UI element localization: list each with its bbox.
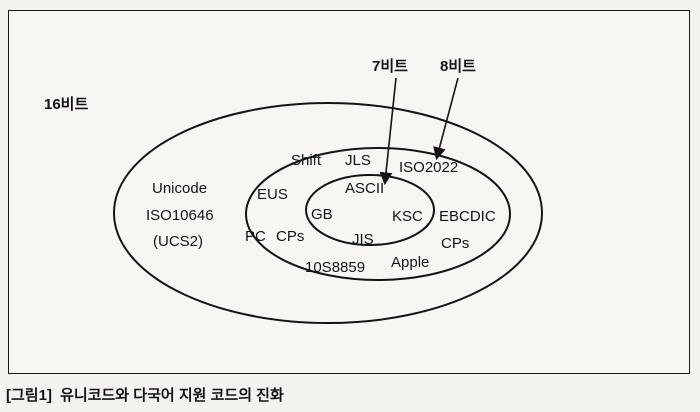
label-shift: Shift <box>291 152 322 169</box>
label-16bit: 16비트 <box>44 96 88 113</box>
label-ascii: ASCII <box>345 180 384 197</box>
label-ucs2: (UCS2) <box>153 233 203 250</box>
label-8bit: 8비트 <box>440 58 476 75</box>
label-iso2022: ISO2022 <box>399 159 458 176</box>
caption-text: 유니코드와 다국어 지원 코드의 진화 <box>60 387 284 404</box>
label-ebcdic: EBCDIC <box>439 208 496 225</box>
outer-ellipse-16bit <box>113 102 543 324</box>
figure-number: [그림1] <box>6 387 52 404</box>
arrow-8bit-line <box>433 77 459 161</box>
label-cps-right: CPs <box>441 235 469 252</box>
label-jis: JIS <box>352 231 374 248</box>
label-iso10646: ISO10646 <box>146 207 214 224</box>
label-cps-left: CPs <box>276 228 304 245</box>
figure-frame <box>8 10 690 374</box>
label-pc: PC <box>245 228 266 245</box>
middle-ellipse-8bit <box>245 147 511 281</box>
label-eus: EUS <box>257 186 288 203</box>
label-jls: JLS <box>345 152 371 169</box>
label-10s8859: 10S8859 <box>305 259 365 276</box>
figure-caption: [그림1] 유니코드와 다국어 지원 코드의 진화 <box>6 384 284 405</box>
inner-ellipse-7bit <box>305 174 435 246</box>
label-unicode: Unicode <box>152 180 207 197</box>
arrow-7bit-line <box>379 77 397 186</box>
label-gb: GB <box>311 206 333 223</box>
label-7bit: 7비트 <box>372 58 408 75</box>
label-ksc: KSC <box>392 208 423 225</box>
label-apple: Apple <box>391 254 429 271</box>
